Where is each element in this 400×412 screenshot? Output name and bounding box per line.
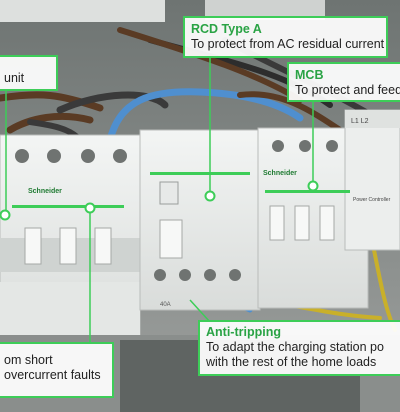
contact-labels: L1 L2: [351, 118, 369, 125]
anti-tripping-callout: Anti-tripping To adapt the charging stat…: [198, 320, 400, 376]
top-terminal-row: [0, 0, 165, 22]
brand-label-mcb: Schneider: [263, 170, 297, 177]
rcd-callout-text: To protect from AC residual current: [191, 37, 385, 51]
power-controller: [344, 109, 400, 251]
brand-label-left: Schneider: [28, 188, 62, 195]
rcd-rating-label: 40A: [160, 302, 171, 308]
controller-label: Power Controller: [353, 197, 391, 203]
left-breaker-group: [0, 134, 141, 342]
green-trim: [12, 172, 350, 208]
rcd-module: [139, 129, 261, 311]
mcb-callout-text: To protect and feed: [295, 83, 400, 97]
top-terminal-block: [205, 0, 325, 20]
leader-lines: [5, 58, 314, 342]
anti-tripping-line2: with the rest of the home loads: [206, 355, 377, 369]
unit-callout-text: unit: [4, 71, 25, 85]
rcd-callout: RCD Type A To protect from AC residual c…: [183, 16, 388, 58]
anti-tripping-line1: To adapt the charging station po: [206, 340, 384, 354]
anti-tripping-title: Anti-tripping: [206, 325, 281, 339]
short-circuit-line2: overcurrent faults: [4, 368, 101, 382]
mcb-callout: MCB To protect and feed: [287, 62, 400, 102]
short-circuit-callout: om short overcurrent faults: [0, 342, 114, 398]
short-circuit-line1: om short: [4, 353, 53, 367]
unit-callout: unit: [0, 55, 58, 91]
mcb-callout-title: MCB: [295, 68, 324, 82]
leader-dots: [0, 180, 319, 221]
rcd-callout-title: RCD Type A: [191, 22, 262, 36]
